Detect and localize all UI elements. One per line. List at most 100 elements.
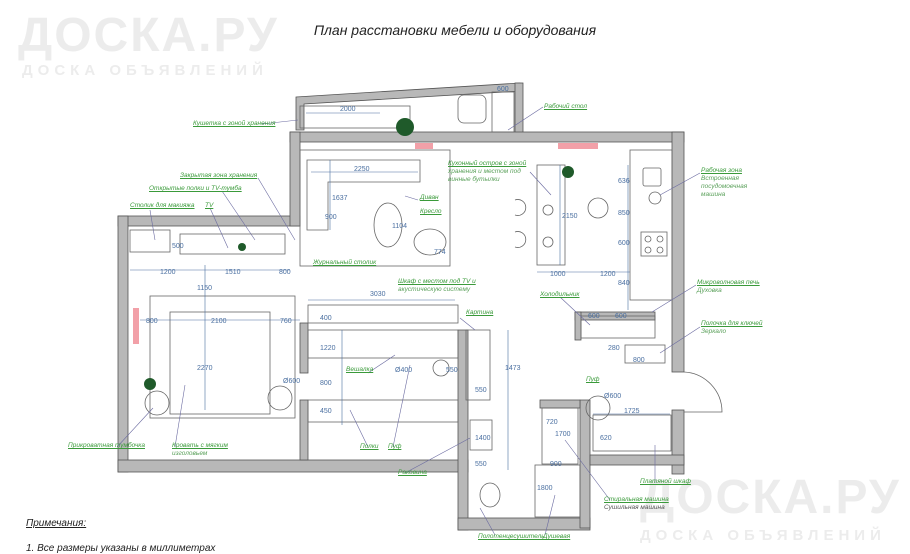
dim: 600 (497, 86, 509, 93)
dim: 1637 (332, 195, 348, 202)
dim: 2000 (340, 106, 356, 113)
nightstand-left (144, 390, 170, 416)
line (659, 326, 701, 354)
shape (542, 236, 554, 248)
dimension-texts: 2000 600 2250 1637 900 1104 774 1200 151… (146, 86, 645, 492)
dim: 636 (618, 178, 630, 185)
watermark-brand-bottom: ДОСКА.РУ (640, 471, 901, 524)
line (174, 384, 186, 448)
label-open-shelves: Открытые полки и TV-тумба (149, 185, 242, 192)
dim: 1510 (225, 269, 241, 276)
coffee-table (373, 202, 403, 248)
leaders (116, 106, 701, 536)
dim: 1725 (624, 408, 640, 415)
dim: 600 (588, 313, 600, 320)
note-item: 1. Все размеры указаны в миллиметрах (26, 543, 216, 554)
label-hanger: Вешалка (346, 366, 374, 373)
island (536, 164, 566, 266)
dim: 800 (320, 380, 332, 387)
pouf-hall (585, 395, 611, 421)
line (261, 119, 299, 125)
line (459, 317, 476, 331)
dim: 600 (618, 240, 630, 247)
dim: 3030 (370, 291, 386, 298)
dim: 900 (550, 461, 562, 468)
chair (587, 197, 609, 219)
line (116, 407, 154, 448)
dim: 1473 (505, 365, 521, 372)
dim: 1400 (475, 435, 491, 442)
shape (299, 399, 309, 461)
wall-right (671, 131, 685, 373)
dim: 1150 (197, 285, 212, 292)
label-nightstand: Прикроватная тумбочка (68, 442, 145, 449)
line (257, 177, 296, 241)
bar-stool (514, 199, 527, 216)
wall-top (289, 131, 685, 143)
line (404, 437, 471, 474)
shape (656, 235, 664, 243)
line (367, 354, 396, 374)
couch (299, 105, 411, 129)
armchair (413, 228, 447, 256)
dishwasher (648, 191, 662, 205)
vanity (129, 229, 171, 253)
closet-shelves (307, 399, 459, 423)
sofa (306, 159, 421, 231)
wall-left (117, 215, 129, 473)
shape (644, 235, 652, 243)
dim: 840 (618, 280, 630, 287)
dim: 774 (434, 249, 446, 256)
shape (514, 82, 524, 139)
dim: 500 (172, 243, 184, 250)
bed-zone (149, 295, 296, 419)
dim: 1200 (160, 269, 176, 276)
dimension-lines (130, 112, 670, 470)
label-sink: Раковина (398, 469, 427, 476)
dim: 280 (608, 345, 620, 352)
label-coffee-table: Журнальный столик (313, 259, 377, 266)
dim: 760 (280, 318, 292, 325)
radiators (133, 143, 598, 344)
fridge (580, 315, 656, 339)
line (209, 207, 229, 249)
dim: 1220 (320, 345, 336, 352)
label-shelves: Полки (360, 443, 379, 450)
dim: Ø600 (604, 393, 621, 400)
dim: 800 (146, 318, 158, 325)
dim: 1800 (537, 485, 553, 492)
label-fridge: Холодильник (540, 291, 580, 298)
bed (169, 311, 271, 415)
shape (574, 311, 582, 341)
line (651, 284, 697, 313)
shape (558, 143, 598, 149)
toilet (479, 482, 501, 508)
shower (534, 464, 581, 518)
key-shelf (624, 344, 666, 364)
label-shower: Душевая (543, 533, 571, 540)
plan-title: План расстановки мебели и оборудования (313, 22, 597, 38)
plants (144, 118, 574, 390)
shape (539, 399, 581, 409)
shape (299, 322, 309, 374)
dim: 900 (325, 214, 337, 221)
dim: 800 (279, 269, 291, 276)
label-desk: Рабочий стол (544, 103, 588, 110)
line (404, 195, 419, 201)
dim: Ø600 (283, 378, 300, 385)
desk-chair (457, 94, 487, 124)
dim: 620 (600, 435, 612, 442)
label-closed-storage: Закрытая зона хранения (180, 172, 258, 179)
entry-door (683, 371, 723, 413)
dim: 550 (475, 387, 487, 394)
label-picture: Картина (466, 309, 494, 316)
dim: 2270 (197, 365, 213, 372)
wall-top-left (117, 215, 301, 227)
dim: 850 (618, 210, 630, 217)
label-vanity: Столик для макияжа (130, 202, 195, 209)
walls (117, 82, 685, 531)
bath-sink (469, 419, 493, 451)
